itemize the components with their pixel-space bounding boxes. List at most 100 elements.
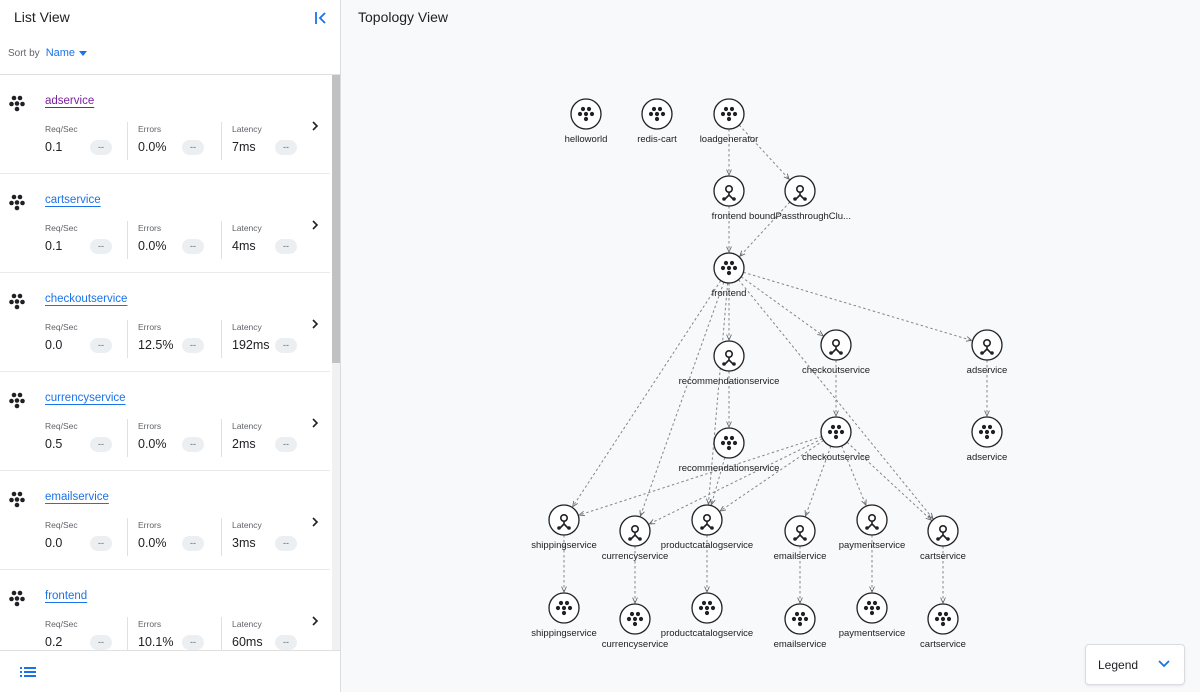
metric-change-chip: --: [275, 437, 297, 452]
node-loadgenerator[interactable]: loadgenerator: [700, 98, 759, 145]
metric-change-chip: --: [90, 140, 112, 155]
topology-graph[interactable]: helloworld redis-cart loadgenerator fronten…: [341, 0, 1200, 692]
service-name-link[interactable]: frontend: [45, 590, 88, 602]
node-redis-cart[interactable]: redis-cart: [637, 98, 677, 145]
chevron-right-icon[interactable]: [309, 416, 321, 428]
node-checkoutservice-svc[interactable]: checkoutservice: [802, 329, 870, 376]
metric-divider: [221, 320, 222, 358]
node-shippingservice-svc[interactable]: shippingservice: [531, 504, 597, 551]
chevron-down-icon: [1158, 660, 1170, 668]
node-emailservice-svc[interactable]: emailservice: [774, 515, 827, 562]
chevron-right-icon[interactable]: [309, 218, 321, 230]
node-label: frontend: [712, 288, 747, 299]
node-label: shippingservice: [531, 628, 596, 639]
service-name-link[interactable]: adservice: [45, 95, 95, 107]
chevron-right-icon[interactable]: [309, 317, 321, 329]
metric-label: Req/Sec: [45, 619, 78, 629]
metric-change-chip: --: [90, 239, 112, 254]
metric-value: 0.0%: [138, 239, 167, 253]
node-shippingservice[interactable]: shippingservice: [531, 592, 597, 639]
list-view-header: List View: [0, 0, 340, 40]
service-name-link[interactable]: cartservice: [45, 194, 101, 206]
service-icon: [793, 525, 807, 541]
service-icon: [700, 514, 714, 530]
node-label: frontend: [712, 211, 747, 222]
workload-icon: [863, 600, 881, 616]
scrollbar[interactable]: [332, 75, 340, 650]
metric-change-chip: --: [275, 338, 297, 353]
metric-change-chip: --: [90, 536, 112, 551]
node-adservice-svc[interactable]: adservice: [967, 329, 1008, 376]
node-helloworld[interactable]: helloworld: [565, 98, 608, 145]
chevron-right-icon[interactable]: [309, 119, 321, 131]
node-label: helloworld: [565, 134, 608, 145]
workload-icon: [720, 435, 738, 451]
node-productcatalogservice[interactable]: productcatalogservice: [661, 592, 753, 639]
caret-down-icon: [79, 50, 88, 56]
sort-label: Sort by: [8, 47, 40, 59]
node-recommendationservice[interactable]: recommendationservice: [679, 427, 780, 474]
metric-label: Errors: [138, 223, 162, 233]
sort-value: Name: [45, 47, 76, 59]
node-label: paymentservice: [839, 540, 906, 551]
workload-icon: [8, 589, 26, 607]
node-label: adservice: [967, 365, 1008, 376]
node-currencyservice[interactable]: currencyservice: [602, 603, 669, 650]
service-name-link[interactable]: checkoutservice: [45, 293, 128, 305]
metric-divider: [127, 221, 128, 259]
node-checkoutservice[interactable]: checkoutservice: [802, 416, 870, 463]
legend-button[interactable]: Legend: [1085, 644, 1185, 685]
node-cartservice-svc[interactable]: cartservice: [920, 515, 966, 562]
node-emailservice[interactable]: emailservice: [774, 603, 827, 650]
metric-label: Latency: [232, 223, 262, 233]
node-label: recommendationservice: [679, 463, 780, 474]
collapse-panel-button[interactable]: [312, 9, 330, 27]
node-paymentservice-svc[interactable]: paymentservice: [839, 504, 906, 551]
metric-label: Req/Sec: [45, 223, 78, 233]
node-label: currencyservice: [602, 639, 669, 650]
workload-icon: [978, 424, 996, 440]
node-currencyservice-svc[interactable]: currencyservice: [602, 515, 669, 562]
node-productcatalogservice-svc[interactable]: productcatalogservice: [661, 504, 753, 551]
node-label: productcatalogservice: [661, 628, 753, 639]
edges-layer: [564, 124, 987, 603]
service-icon: [865, 514, 879, 530]
scrollbar-thumb[interactable]: [332, 75, 340, 363]
list-icon[interactable]: [20, 665, 36, 677]
metric-divider: [221, 122, 222, 160]
service-icon: [980, 339, 994, 355]
node-cartservice[interactable]: cartservice: [920, 603, 966, 650]
workload-icon: [934, 611, 952, 627]
edge-checkoutservice-to-currencyservice-svc: [649, 438, 823, 524]
metric-change-chip: --: [275, 239, 297, 254]
service-icon: [936, 525, 950, 541]
chevron-right-icon[interactable]: [309, 515, 321, 527]
chevron-right-icon[interactable]: [309, 614, 321, 626]
node-paymentservice[interactable]: paymentservice: [839, 592, 906, 639]
node-passthrough[interactable]: boundPassthroughClu...: [749, 175, 851, 222]
metric-change-chip: --: [182, 437, 204, 452]
edge-frontend-to-cartservice-svc: [738, 279, 932, 519]
service-name-link[interactable]: emailservice: [45, 491, 109, 503]
node-frontend[interactable]: frontend: [712, 252, 747, 299]
node-adservice[interactable]: adservice: [967, 416, 1008, 463]
edge-checkoutservice-to-productcatalogservice-svc: [720, 440, 824, 511]
sort-dropdown[interactable]: Name: [45, 47, 88, 59]
node-recommendationservice-svc[interactable]: recommendationservice: [679, 340, 780, 387]
divider: [0, 74, 340, 75]
metric-divider: [221, 617, 222, 650]
node-frontend-svc[interactable]: frontend: [712, 175, 747, 222]
workload-icon: [720, 260, 738, 276]
service-name-link[interactable]: currencyservice: [45, 392, 126, 404]
metric-label: Latency: [232, 124, 262, 134]
